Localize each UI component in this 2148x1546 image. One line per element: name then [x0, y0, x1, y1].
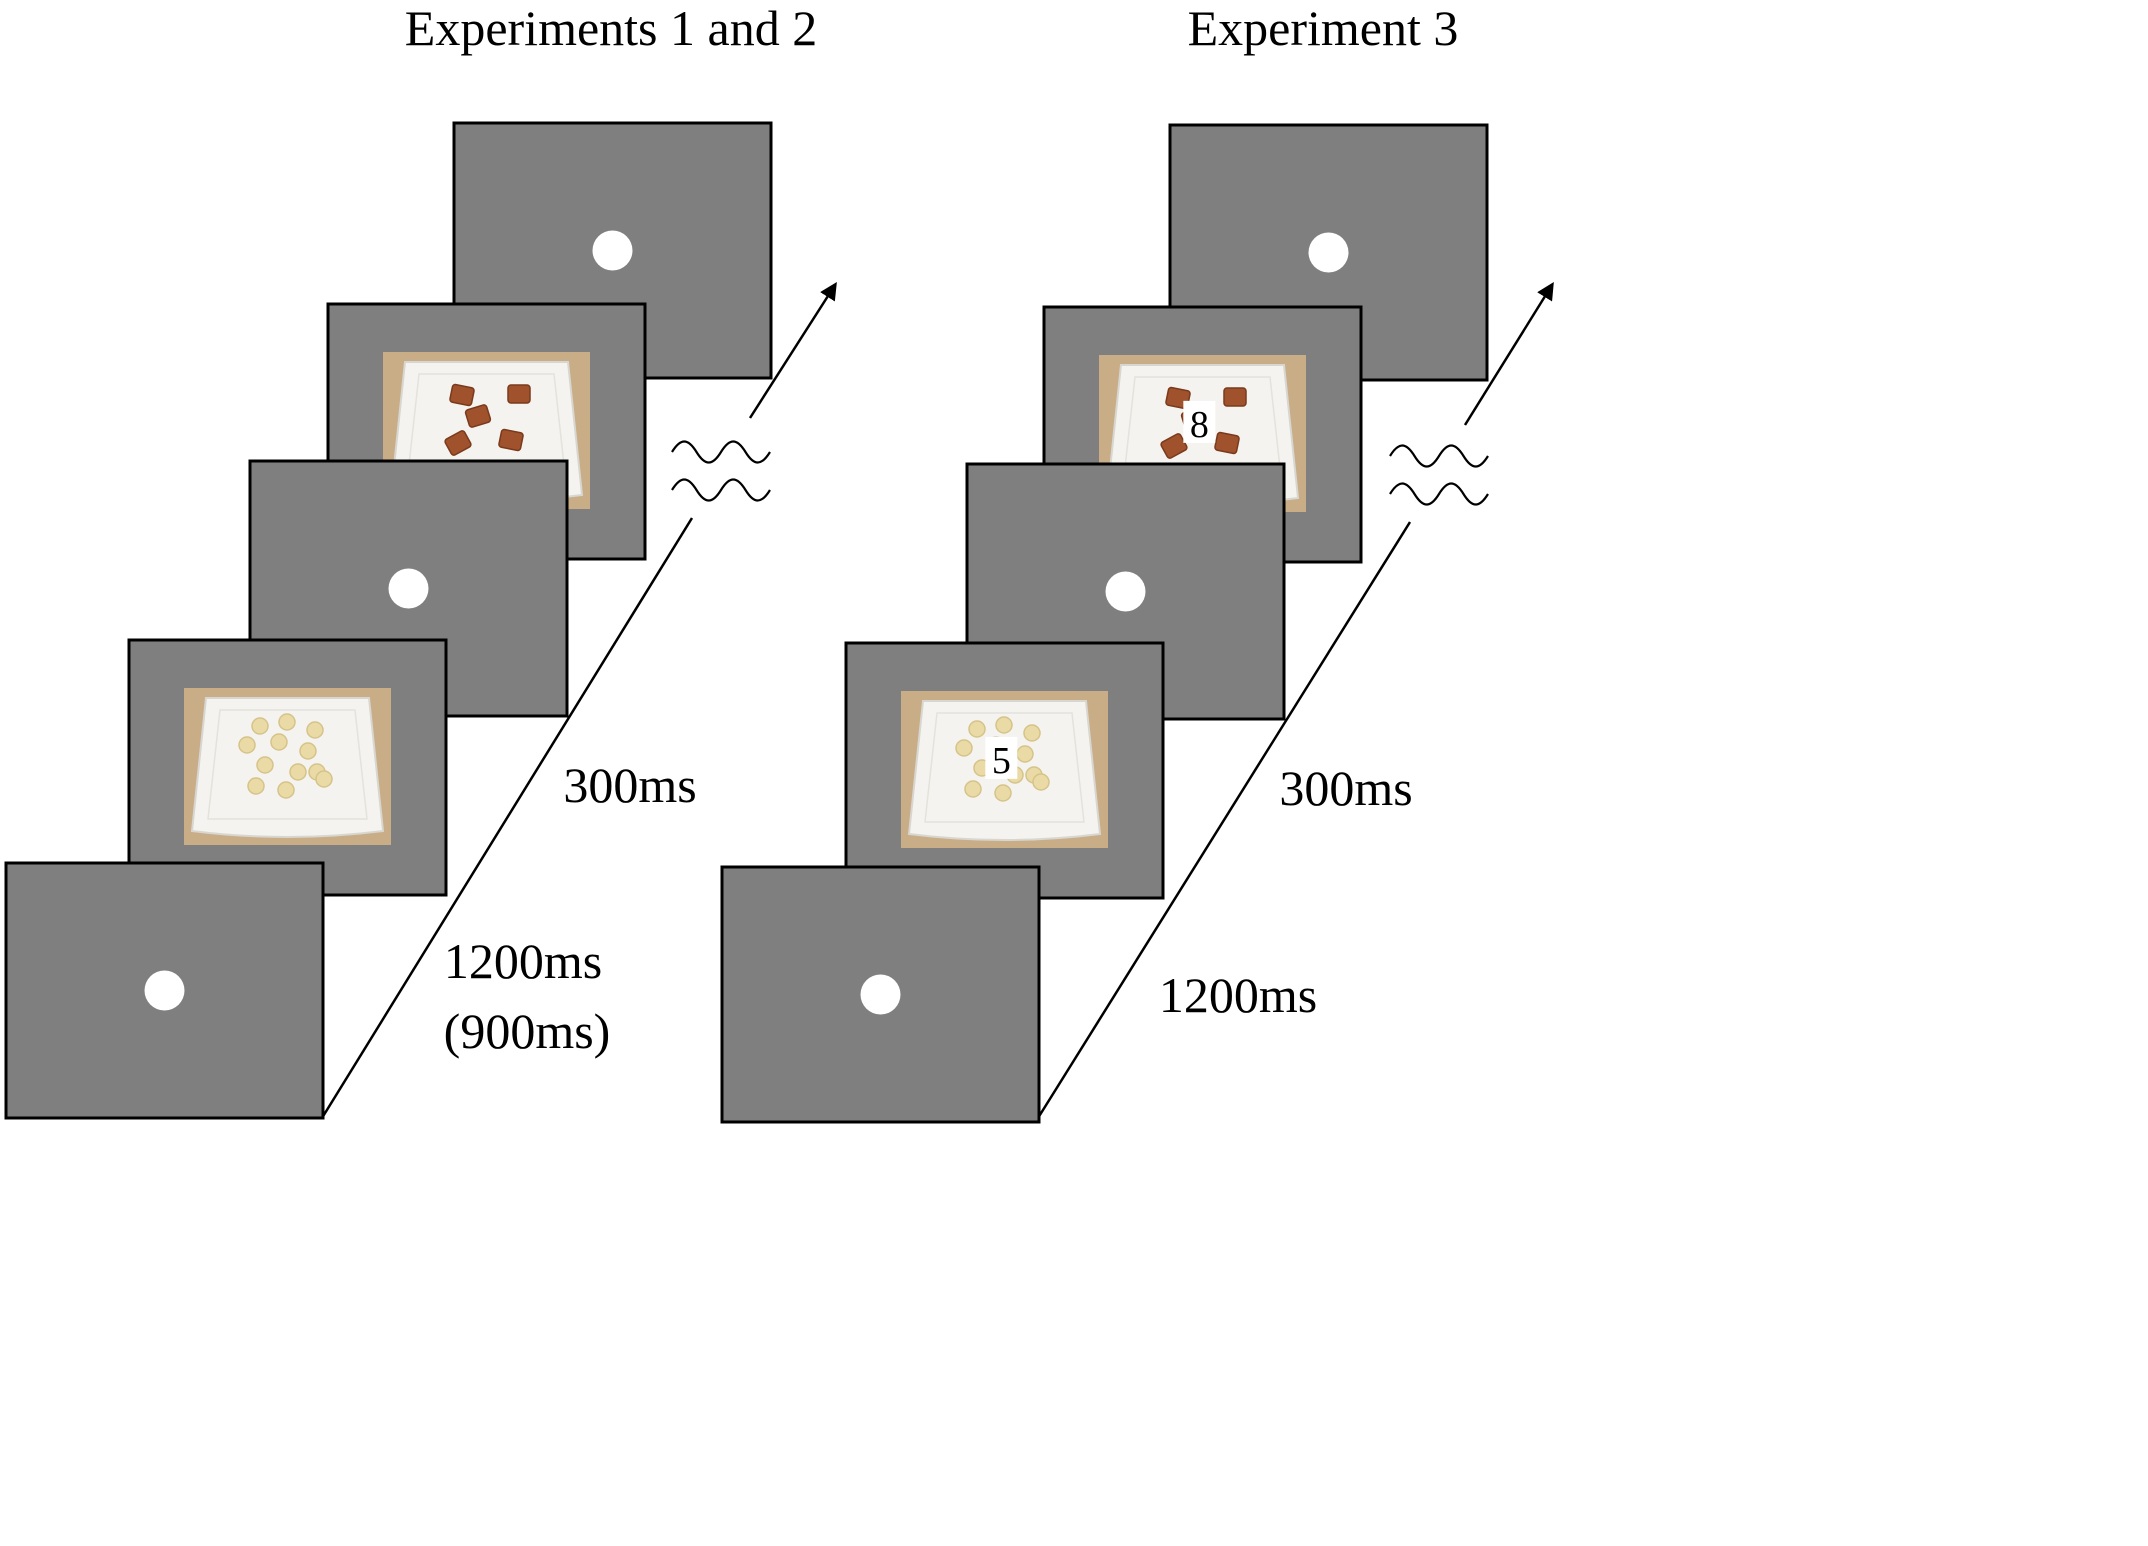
jelly-icon	[251, 717, 269, 735]
cracker-icon	[507, 384, 531, 404]
panel-title-exp3: Experiment 3	[1188, 0, 1459, 56]
jelly-icon	[315, 770, 333, 788]
jelly-icon	[256, 756, 274, 774]
fixation-dot-icon	[592, 230, 633, 271]
duration-stimulus-label: 300ms	[563, 757, 696, 813]
stimulus-photo	[184, 688, 391, 845]
jelly-icon	[270, 733, 288, 751]
jelly-icon	[238, 736, 256, 754]
jelly-icon	[289, 763, 307, 781]
cracker-icon	[1223, 387, 1247, 407]
trial-sequence-diagram: Experiments 1 and 2 Experiment 3 85 300m…	[4, 0, 1554, 1124]
time-axis-line	[320, 517, 694, 1119]
jelly-icon	[1016, 745, 1034, 763]
fixation-dot-icon	[144, 970, 185, 1011]
jelly-icon	[964, 780, 982, 798]
jelly-icon	[278, 713, 296, 731]
count-label-box	[985, 736, 1018, 779]
fixation-screen	[720, 865, 1041, 1124]
count-label: 5	[992, 740, 1011, 782]
jelly-icon	[955, 739, 973, 757]
cracker-icon	[464, 404, 492, 428]
jelly-icon	[1023, 724, 1041, 742]
count-label-box	[1183, 400, 1216, 443]
jelly-icon	[1032, 773, 1050, 791]
arrow-icon	[748, 282, 837, 419]
cracker-icon	[444, 430, 472, 456]
fixation-dot-icon	[388, 568, 429, 609]
duration-fixation-alt-label: (900ms)	[444, 1003, 611, 1059]
panel-experiment-3: 85	[720, 123, 1554, 1124]
jelly-icon	[968, 720, 986, 738]
count-label: 8	[1190, 404, 1209, 446]
plate-icon	[190, 697, 385, 838]
duration-fixation-label: 1200ms	[1159, 967, 1317, 1023]
cracker-icon	[498, 428, 524, 452]
cracker-icon	[1214, 431, 1240, 455]
fixation-screen	[4, 861, 325, 1120]
wave-break-icon	[671, 440, 771, 502]
fixation-dot-icon	[1308, 232, 1349, 273]
time-axis-line	[1036, 521, 1412, 1119]
wave-break-icon	[1389, 444, 1489, 506]
cracker-icon	[449, 383, 475, 407]
jelly-icon	[306, 721, 324, 739]
arrow-icon	[1463, 282, 1554, 426]
jelly-icon	[995, 716, 1013, 734]
jelly-icon	[247, 777, 265, 795]
duration-stimulus-label: 300ms	[1279, 760, 1412, 816]
jelly-icon	[299, 742, 317, 760]
stimulus-screen: 5	[844, 641, 1165, 900]
jelly-icon	[994, 784, 1012, 802]
duration-fixation-label: 1200ms	[444, 933, 602, 989]
fixation-dot-icon	[1105, 571, 1146, 612]
stimulus-screen	[127, 638, 448, 897]
jelly-icon	[277, 781, 295, 799]
fixation-dot-icon	[860, 974, 901, 1015]
panel-title-exp12: Experiments 1 and 2	[405, 0, 817, 56]
panel-experiments-1-2	[4, 121, 837, 1120]
